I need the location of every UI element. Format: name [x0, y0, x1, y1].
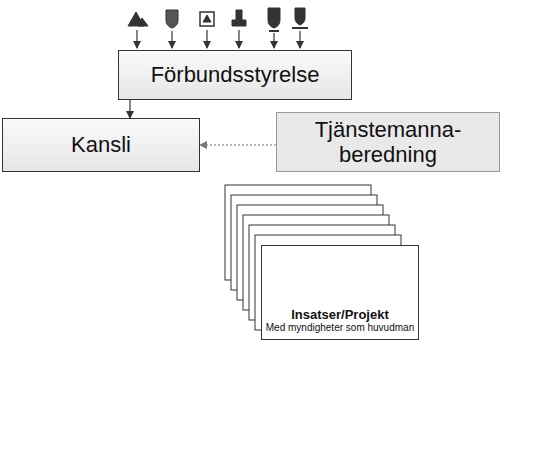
logo-arrows [137, 30, 300, 48]
board-box: Förbundsstyrelse [118, 50, 352, 100]
node-subtitle: Med myndigheter som huvudman [266, 322, 414, 334]
node-title: Förbundsstyrelse [151, 62, 320, 87]
office-box: Kansli [2, 118, 200, 172]
node-title: Insatser/Projekt [291, 307, 389, 322]
connector [129, 100, 130, 118]
connector [200, 144, 276, 145]
municipal-logos [128, 8, 308, 32]
node-title: Tjänstemanna- beredning [288, 117, 488, 168]
committee-box: Tjänstemanna- beredning [276, 112, 500, 172]
project-page: Insatser/ProjektMed myndigheter som huvu… [261, 245, 419, 340]
node-title: Kansli [71, 132, 131, 157]
